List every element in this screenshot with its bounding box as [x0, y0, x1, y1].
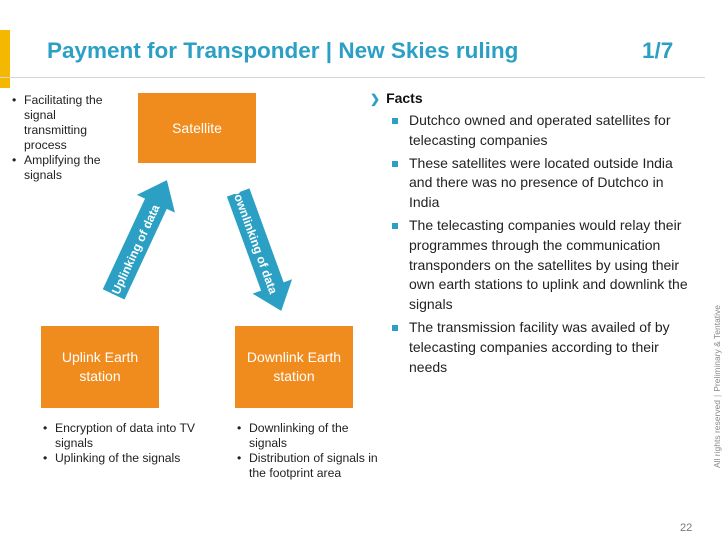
square-bullet-icon	[392, 324, 398, 331]
page-number: 22	[680, 522, 693, 534]
facts-heading: ❯ Facts	[370, 90, 423, 106]
uplink-arrow-label: Uplinking of data	[109, 202, 163, 296]
fact-text: The telecasting companies would relay th…	[409, 216, 688, 313]
downlink-note: Downlinking of the signals	[237, 421, 382, 451]
rights-note: All rights reserved|Preliminary & Tentat…	[712, 304, 722, 468]
fact-item: The transmission facility was availed of…	[390, 318, 690, 377]
facts-heading-label: Facts	[386, 90, 423, 106]
uplink-notes: Encryption of data into TV signals Uplin…	[43, 421, 203, 466]
fact-item: These satellites were located outside In…	[390, 154, 690, 213]
downlink-note: Distribution of signals in the footprint…	[237, 451, 382, 481]
satellite-box: Satellite	[138, 93, 256, 163]
fact-text: Dutchco owned and operated satellites fo…	[409, 112, 671, 148]
slide-title: Payment for Transponder | New Skies ruli…	[47, 38, 519, 63]
satellite-note: Amplifying the signals	[12, 153, 122, 183]
square-bullet-icon	[392, 118, 398, 124]
downlink-arrow-label: Downlinking of data	[228, 184, 280, 296]
status-text: Preliminary & Tentative	[712, 304, 722, 392]
uplink-station-box: Uplink Earth station	[41, 326, 159, 408]
title-accent-bar	[0, 30, 10, 88]
satellite-notes: Facilitating the signal transmitting pro…	[12, 93, 122, 183]
downlink-station-label: Downlink Earth station	[246, 349, 342, 384]
uplink-note: Encryption of data into TV signals	[43, 421, 203, 451]
chevron-right-icon: ❯	[370, 92, 381, 106]
rights-text: All rights reserved	[712, 399, 722, 468]
square-bullet-icon	[392, 160, 398, 167]
square-bullet-icon	[392, 222, 398, 229]
uplink-note: Uplinking of the signals	[43, 451, 203, 466]
downlink-arrow: Downlinking of data	[226, 184, 293, 311]
facts-list: Dutchco owned and operated satellites fo…	[390, 111, 690, 380]
downlink-station-box: Downlink Earth station	[235, 326, 353, 408]
fact-item: The telecasting companies would relay th…	[390, 216, 690, 315]
satellite-label: Satellite	[172, 119, 222, 136]
uplink-arrow: Uplinking of data	[102, 180, 175, 300]
uplink-station-label: Uplink Earth station	[61, 349, 139, 384]
slide-fraction: 1/7	[642, 38, 674, 63]
satellite-note: Facilitating the signal transmitting pro…	[12, 93, 122, 153]
fact-item: Dutchco owned and operated satellites fo…	[390, 111, 690, 151]
title-divider	[0, 77, 705, 78]
fact-text: The transmission facility was availed of…	[409, 318, 670, 375]
fact-text: These satellites were located outside In…	[409, 154, 673, 211]
downlink-notes: Downlinking of the signals Distribution …	[237, 421, 382, 481]
